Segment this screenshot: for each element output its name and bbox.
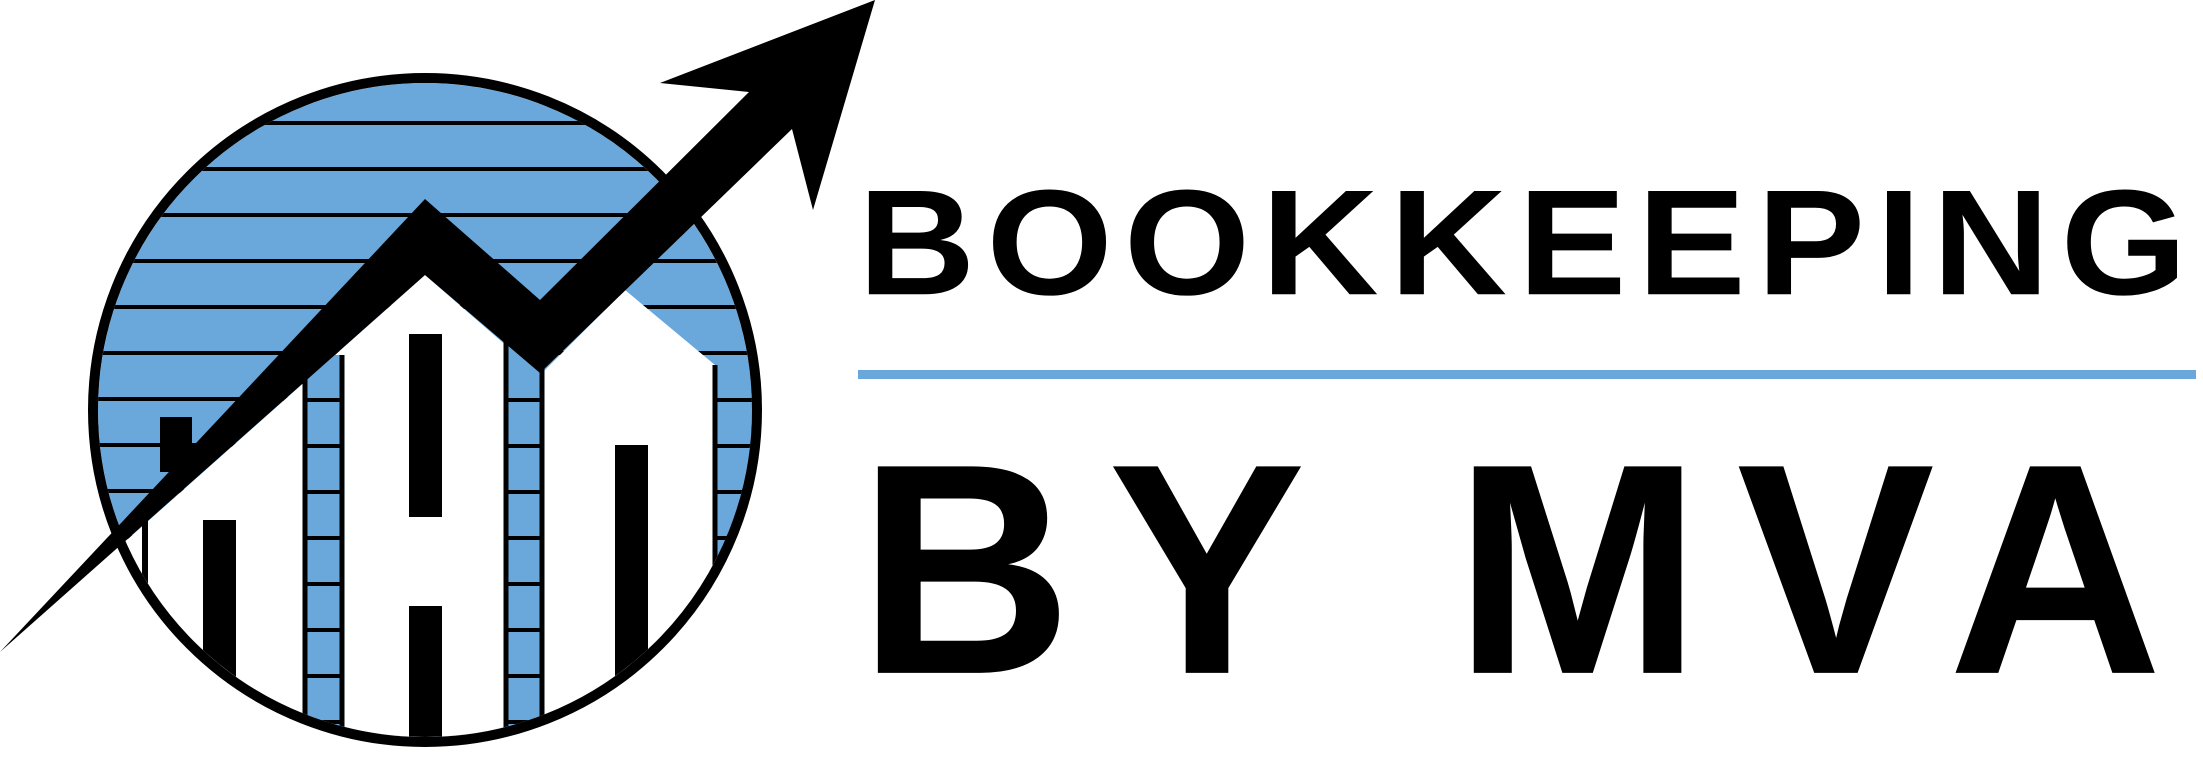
brand-name-text: BOOKKEEPING xyxy=(858,158,2198,327)
brand-owner-text: BY MVA xyxy=(858,402,2198,737)
brand-divider xyxy=(858,370,2196,379)
outer-ring xyxy=(88,73,762,747)
growth-arrow-icon xyxy=(0,0,875,652)
